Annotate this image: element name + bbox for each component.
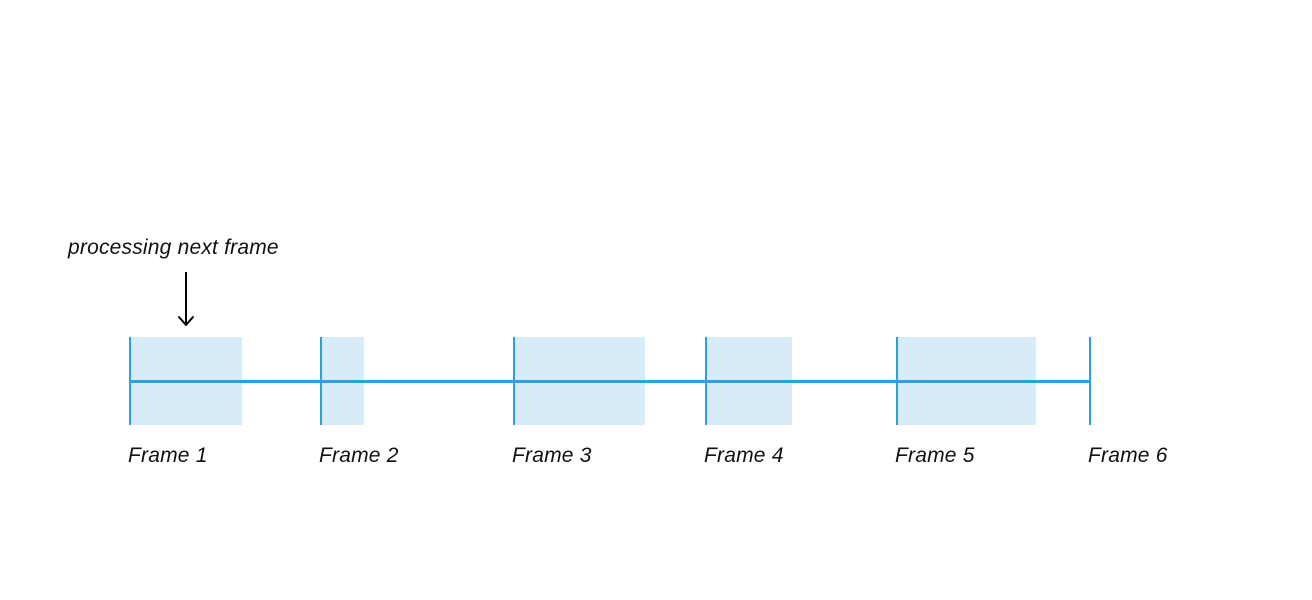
frame-tick-5 [896, 337, 898, 425]
frame-tick-3 [513, 337, 515, 425]
frame-tick-4 [705, 337, 707, 425]
frame-label-6: Frame 6 [1088, 444, 1168, 467]
annotation-text: processing next frame [68, 236, 279, 259]
frame-label-5: Frame 5 [895, 444, 975, 467]
timeline-axis-line [129, 380, 1091, 383]
frame-label-1: Frame 1 [128, 444, 208, 467]
frame-tick-1 [129, 337, 131, 425]
frame-tick-6 [1089, 337, 1091, 425]
frame-tick-2 [320, 337, 322, 425]
frame-label-2: Frame 2 [319, 444, 399, 467]
frame-label-4: Frame 4 [704, 444, 784, 467]
down-arrow-icon [178, 272, 194, 326]
frame-label-3: Frame 3 [512, 444, 592, 467]
